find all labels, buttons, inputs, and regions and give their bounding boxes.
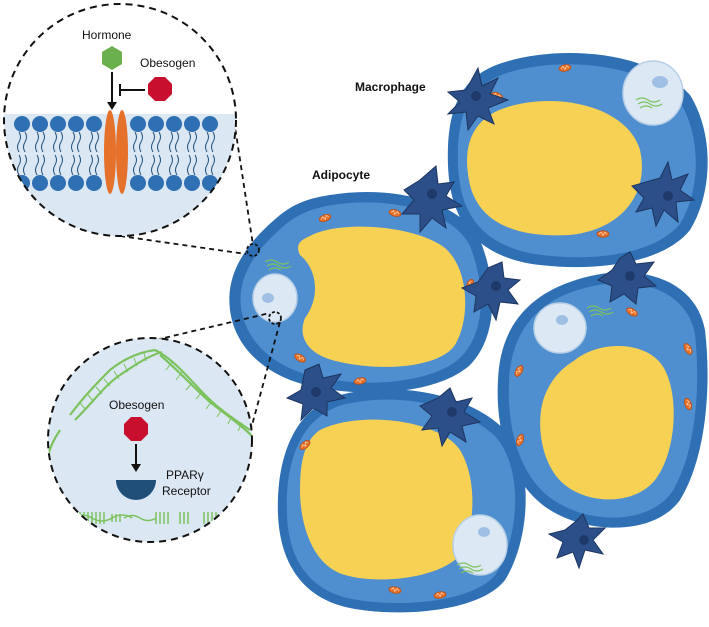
receptor-label-line2: Receptor	[162, 484, 211, 498]
zoom-target-membrane	[246, 243, 260, 257]
obesogen-hexagon-icon	[124, 417, 148, 441]
nucleus-zoom	[47, 337, 253, 543]
adipocyte-cell	[497, 272, 708, 528]
receptor-label-line1: PPARγ	[166, 468, 204, 482]
hormone-label: Hormone	[82, 28, 132, 42]
channel-protein	[104, 110, 116, 194]
dna-rungs	[79, 352, 243, 432]
obesogen-label-nucleus: Obesogen	[109, 398, 165, 412]
macrophage-cells	[285, 66, 696, 570]
adipocyte-cell	[447, 52, 708, 268]
obesogen-hexagon-icon	[148, 77, 172, 101]
hormone-hexagon-icon	[102, 46, 122, 70]
obesogen-label-membrane: Obesogen	[140, 56, 196, 70]
adipocyte-cell	[229, 192, 493, 393]
zoom-connectors	[119, 93, 281, 441]
adipocyte-cell	[277, 389, 526, 613]
macrophage-label: Macrophage	[355, 80, 426, 94]
adipocyte-label: Adipocyte	[312, 168, 371, 182]
zoom-target-nucleus	[268, 311, 282, 325]
